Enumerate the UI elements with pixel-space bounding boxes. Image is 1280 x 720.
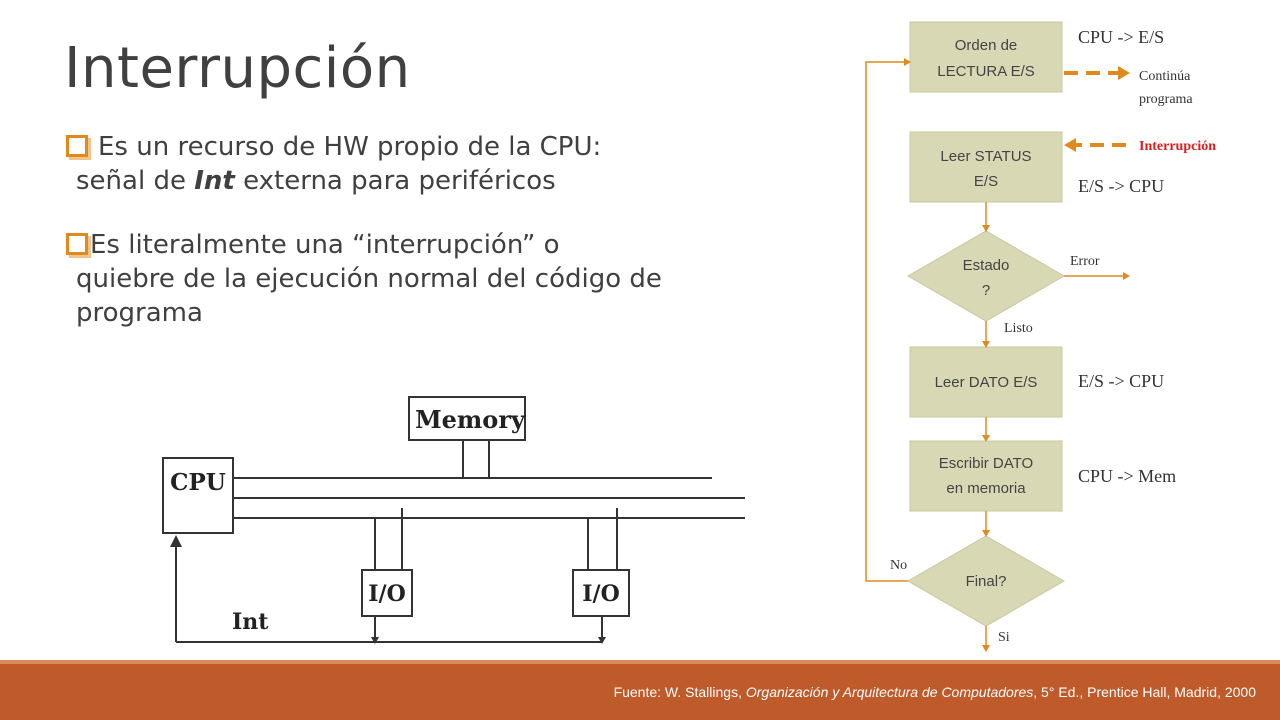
- bullet-2-line2: quiebre de la ejecución normal del códig…: [76, 264, 662, 294]
- bullet-1-line1: Es un recurso de HW propio de la CPU:: [98, 132, 602, 162]
- label-continua-line2: programa: [1139, 92, 1193, 107]
- label-continua-line1: Continúa: [1139, 69, 1191, 84]
- label-es-cpu-1: E/S -> CPU: [1078, 176, 1164, 196]
- arrowhead-icon: [982, 225, 990, 232]
- footer-citation: Fuente: W. Stallings, Organización y Arq…: [614, 684, 1256, 700]
- box-orden-lectura: [909, 21, 1063, 93]
- io1-label: I/O: [368, 581, 406, 607]
- interrupcion-arrow-icon: [1064, 138, 1076, 152]
- footer-citation-title: Organización y Arquitectura de Computado…: [745, 684, 1034, 700]
- orden-line2: LECTURA E/S: [937, 63, 1035, 80]
- footer-citation-post: , 5° Ed., Prentice Hall, Madrid, 2000: [1033, 684, 1256, 700]
- label-cpu-mem: CPU -> Mem: [1078, 466, 1176, 486]
- label-es-cpu-2: E/S -> CPU: [1078, 371, 1164, 391]
- arrowhead-icon: [982, 530, 990, 537]
- box-leer-status: [909, 131, 1063, 203]
- label-error: Error: [1070, 254, 1100, 269]
- footer-bar: [0, 664, 1280, 720]
- label-cpu-es: CPU -> E/S: [1078, 27, 1164, 47]
- escribir-line1: Escribir DATO: [939, 455, 1033, 472]
- continua-arrow-icon: [1118, 66, 1130, 80]
- memory-box: [408, 396, 526, 441]
- bullet-1-line2: señal de Int externa para periféricos: [66, 164, 601, 198]
- bullet-2-line1: Es literalmente una “interrupción” o: [90, 230, 560, 260]
- bullet-2: Es literalmente una “interrupción” o qui…: [66, 228, 662, 330]
- estado-line2: ?: [982, 282, 990, 299]
- bullet-1: Es un recurso de HW propio de la CPU: se…: [66, 130, 601, 198]
- arrowhead-icon: [982, 645, 990, 652]
- footer-accent-line: [0, 660, 1280, 664]
- leer-dato-label: Leer DATO E/S: [935, 374, 1038, 391]
- leer-status-line2: E/S: [974, 173, 998, 190]
- io-box-2: [572, 569, 630, 617]
- label-interrupcion: Interrupción: [1139, 139, 1216, 154]
- arrowhead-icon: [1123, 272, 1130, 280]
- int-label: Int: [232, 609, 269, 635]
- io-box-1: [361, 569, 413, 617]
- final-label: Final?: [966, 573, 1007, 590]
- bullet-1-line2-pre: señal de: [76, 166, 195, 196]
- escribir-line2: en memoria: [946, 480, 1026, 497]
- arrow-loop-no: [865, 61, 908, 582]
- cpu-box: [162, 457, 234, 534]
- label-listo: Listo: [1004, 321, 1033, 336]
- checkbox-bullet-icon: [66, 135, 88, 157]
- io2-arrow-icon: [598, 637, 606, 644]
- diamond-estado: [906, 230, 1066, 322]
- memory-label: Memory: [415, 405, 526, 434]
- box-leer-dato: [909, 346, 1063, 418]
- int-arrow-head-icon: [170, 535, 182, 547]
- bullet-2-line3: programa: [76, 298, 203, 328]
- bullet-1-line2-post: externa para periféricos: [234, 166, 556, 196]
- arrowhead-icon: [982, 341, 990, 348]
- arrowhead-icon: [982, 435, 990, 442]
- bullet-1-int-emphasis: Int: [194, 166, 235, 196]
- checkbox-bullet-icon: [66, 233, 88, 255]
- footer-citation-pre: Fuente: W. Stallings,: [613, 684, 746, 700]
- arrowhead-icon: [904, 58, 911, 66]
- box-escribir-dato: [909, 440, 1063, 512]
- int-label-gap: [248, 603, 266, 637]
- label-no: No: [890, 558, 907, 573]
- label-si: Si: [998, 630, 1010, 645]
- slide-title: Interrupción: [64, 36, 411, 101]
- io1-arrow-icon: [371, 637, 379, 644]
- leer-status-line1: Leer STATUS: [940, 148, 1031, 165]
- cpu-label: CPU: [170, 469, 226, 496]
- orden-line1: Orden de: [955, 37, 1018, 54]
- io2-label: I/O: [582, 581, 620, 607]
- estado-line1: Estado: [963, 257, 1010, 274]
